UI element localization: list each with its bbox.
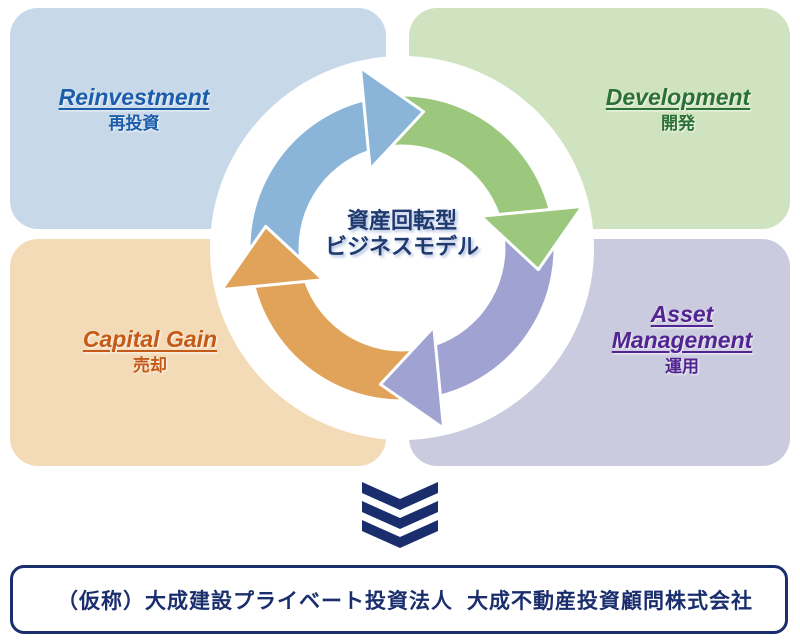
center-label-line2: ビジネスモデル: [324, 234, 479, 259]
development-subtitle: 開発: [661, 114, 695, 133]
asset-management-subtitle: 運用: [665, 357, 699, 376]
cycle-arrows-graphic: [210, 56, 594, 440]
footer-left-entity: （仮称）大成建設プライベート投資法人: [57, 589, 453, 613]
reinvestment-title: Reinvestment: [58, 84, 210, 110]
chevron-stripe-3: [362, 520, 438, 548]
footer-right-entity: 大成不動産投資顧問株式会社: [467, 589, 753, 613]
asset-management-title: Asset Management: [611, 301, 753, 353]
center-label: 資産回転型 ビジネスモデル: [292, 208, 512, 260]
development-title: Development: [605, 84, 751, 110]
chevron-stripe-2: [362, 501, 438, 529]
down-chevron-icon: [362, 482, 438, 548]
label-asset-management: Asset Management 運用: [597, 301, 767, 377]
label-capital-gain: Capital Gain 売却: [45, 326, 255, 376]
center-label-line1: 資産回転型: [346, 208, 457, 233]
capital-gain-title: Capital Gain: [82, 326, 218, 352]
reinvestment-subtitle: 再投資: [108, 114, 160, 133]
label-reinvestment: Reinvestment 再投資: [29, 84, 239, 134]
label-development: Development 開発: [573, 84, 783, 134]
capital-gain-subtitle: 売却: [133, 356, 167, 375]
footer-box: （仮称）大成建設プライベート投資法人 大成不動産投資顧問株式会社: [10, 565, 788, 634]
chevron-stripe-1: [362, 482, 438, 510]
